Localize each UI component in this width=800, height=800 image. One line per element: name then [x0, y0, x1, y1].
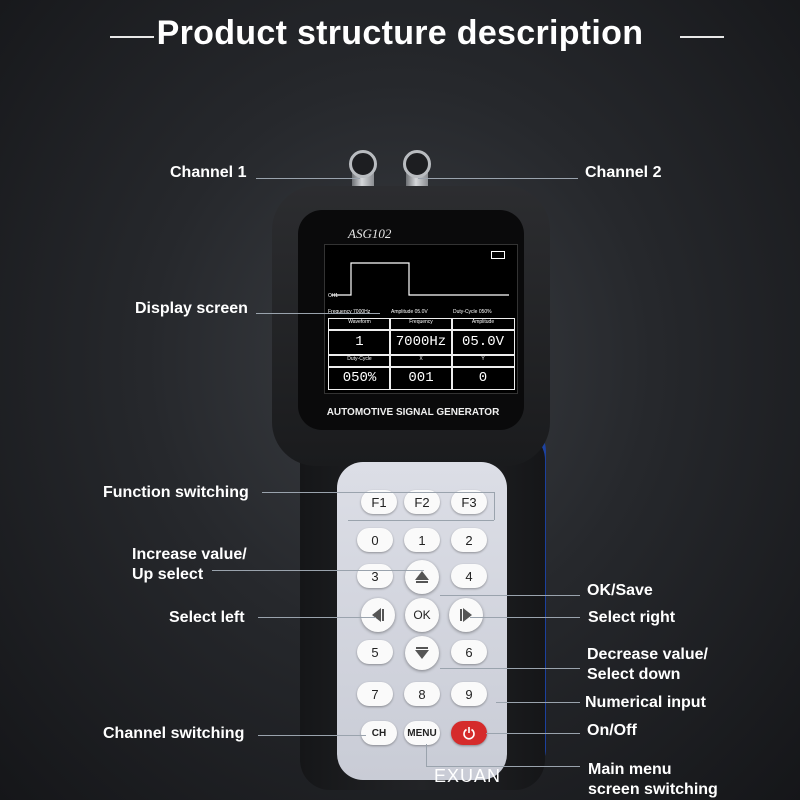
value-x: 001	[389, 366, 453, 390]
value-y: 0	[451, 366, 515, 390]
status-frequency: Frequency 7000Hz	[328, 309, 371, 315]
value-frequency: 7000Hz	[389, 329, 453, 355]
waveform-graph	[331, 262, 509, 296]
menu-key[interactable]: MENU	[404, 721, 440, 745]
label-decrease: Decrease value/	[587, 646, 708, 663]
header-amplitude: Amplitude	[451, 318, 515, 331]
status-amplitude: Amplitude 05.0V	[391, 309, 428, 315]
title-rule-left	[110, 36, 154, 38]
label-menu-2: screen switching	[588, 781, 718, 798]
brand-logo: EXUAN	[434, 766, 502, 786]
f3-key[interactable]: F3	[451, 490, 487, 514]
header-x: X	[389, 355, 453, 368]
channel2-connector-cap	[403, 150, 431, 178]
key-1[interactable]: 1	[404, 528, 440, 552]
key-9[interactable]: 9	[451, 682, 487, 706]
keypad: F1 F2 F3 0 1 2 3 4 OK 5 6 7 8 9 CH MENU	[337, 462, 507, 780]
key-2[interactable]: 2	[451, 528, 487, 552]
key-5[interactable]: 5	[357, 640, 393, 664]
leader-decrease	[440, 668, 580, 669]
label-channel1: Channel 1	[170, 164, 247, 181]
battery-icon	[491, 251, 505, 259]
down-arrow-icon	[415, 647, 429, 659]
leader-numeric	[496, 702, 580, 703]
label-onoff: On/Off	[587, 722, 637, 739]
key-6[interactable]: 6	[451, 640, 487, 664]
leader-menu	[426, 766, 580, 767]
key-0[interactable]: 0	[357, 528, 393, 552]
label-select-right: Select right	[588, 609, 676, 626]
value-waveform: 1	[328, 329, 391, 355]
page-title: Product structure description	[156, 14, 644, 52]
device-subtitle: AUTOMOTIVE SIGNAL GENERATOR	[326, 407, 500, 418]
leader-function	[262, 492, 494, 493]
leader-channel-switch	[258, 735, 366, 736]
status-duty: Duty-Cycle 050%	[453, 309, 492, 315]
leader-channel1	[256, 178, 360, 179]
label-increase: Increase value/	[132, 546, 247, 563]
ok-button[interactable]: OK	[405, 598, 439, 632]
power-icon	[463, 727, 475, 740]
label-increase-2: Up select	[132, 566, 204, 583]
leader-menu-down	[426, 744, 427, 766]
value-duty-cycle: 050%	[328, 366, 391, 390]
leader-channel2	[418, 178, 578, 179]
label-channel-switch: Channel switching	[103, 725, 245, 742]
f2-key[interactable]: F2	[404, 490, 440, 514]
header-y: Y	[451, 355, 515, 368]
channel1-connector-cap	[349, 150, 377, 178]
header-duty-cycle: Duty-Cycle	[328, 355, 391, 368]
leader-keys-bracket	[348, 520, 494, 521]
label-menu: Main menu	[588, 761, 672, 778]
up-arrow-icon	[415, 571, 429, 583]
key-3[interactable]: 3	[357, 564, 393, 588]
up-arrow-button[interactable]	[405, 560, 439, 594]
label-function: Function switching	[103, 484, 249, 501]
leader-right	[470, 617, 580, 618]
right-arrow-button[interactable]	[449, 598, 483, 632]
right-arrow-icon	[460, 608, 472, 622]
power-button[interactable]	[451, 721, 487, 745]
title-rule-right	[680, 36, 724, 38]
label-display: Display screen	[135, 300, 248, 317]
leader-display	[256, 313, 380, 314]
ch-key[interactable]: CH	[361, 721, 397, 745]
model-name: ASG102	[348, 226, 392, 241]
label-channel2: Channel 2	[585, 164, 662, 181]
down-arrow-button[interactable]	[405, 636, 439, 670]
key-4[interactable]: 4	[451, 564, 487, 588]
f1-key[interactable]: F1	[361, 490, 397, 514]
key-8[interactable]: 8	[404, 682, 440, 706]
leader-function-right	[494, 492, 495, 520]
label-select-left: Select left	[169, 609, 245, 626]
header-waveform: Waveform	[328, 318, 391, 331]
leader-onoff	[486, 733, 580, 734]
leader-increase	[212, 570, 424, 571]
left-arrow-button[interactable]	[361, 598, 395, 632]
key-7[interactable]: 7	[357, 682, 393, 706]
label-ok: OK/Save	[587, 582, 653, 599]
display-screen: CH1 Frequency 7000Hz Amplitude 05.0V Dut…	[324, 244, 518, 394]
label-decrease-2: Select down	[587, 666, 681, 683]
label-numeric: Numerical input	[585, 694, 706, 711]
leader-left	[258, 617, 376, 618]
leader-ok	[440, 595, 580, 596]
header-frequency: Frequency	[389, 318, 453, 331]
value-amplitude: 05.0V	[451, 329, 515, 355]
channel-indicator: CH1	[328, 293, 339, 299]
left-arrow-icon	[372, 608, 384, 622]
